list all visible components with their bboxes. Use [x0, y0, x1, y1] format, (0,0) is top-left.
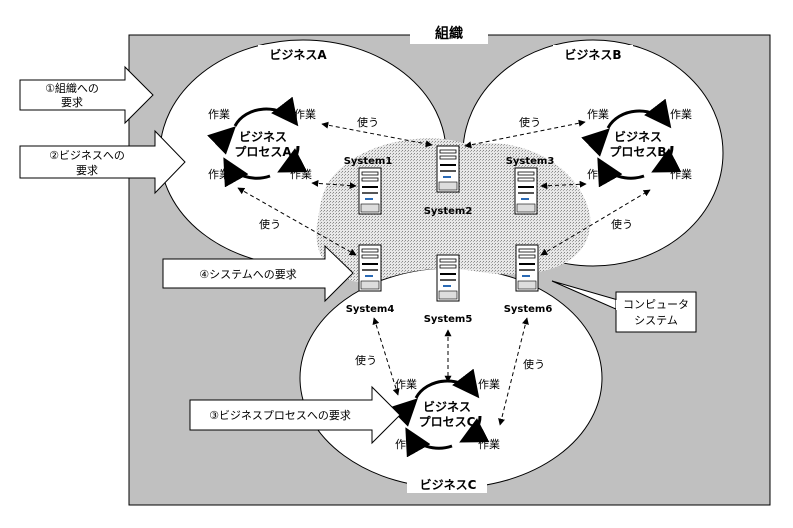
- use-label-4: 使う: [611, 218, 633, 231]
- organization-title: 組織: [435, 25, 463, 42]
- business-b-label: ビジネスB: [564, 47, 621, 62]
- use-label-1: 使う: [357, 116, 379, 129]
- computer-system-callout: コンピュータ システム: [551, 280, 697, 333]
- work-c3: 作業: [395, 438, 417, 451]
- svg-text:システム: システム: [634, 314, 678, 327]
- use-label-2: 使う: [519, 116, 541, 129]
- work-a1: 作業: [208, 108, 230, 121]
- work-b2: 作業: [670, 108, 692, 121]
- system5-label: System5: [424, 314, 473, 325]
- work-a4: 作業: [290, 168, 312, 181]
- svg-text:①組織への: ①組織への: [45, 82, 99, 95]
- work-a2: 作業: [294, 108, 316, 121]
- server-2: System2: [424, 145, 473, 217]
- server-3: System3: [506, 156, 555, 215]
- use-label-3: 使う: [259, 218, 281, 231]
- process-b-line1: ビジネス: [614, 129, 662, 144]
- process-b-line2: プロセスB: [609, 144, 666, 159]
- work-c4: 作業: [478, 438, 500, 451]
- process-c-line1: ビジネス: [423, 399, 471, 414]
- svg-text:要求: 要求: [61, 96, 83, 109]
- svg-text:②ビジネスへの: ②ビジネスへの: [49, 149, 125, 162]
- use-label-6: 使う: [523, 358, 545, 371]
- svg-text:③ビジネスプロセスへの要求: ③ビジネスプロセスへの要求: [209, 409, 351, 422]
- use-label-5: 使う: [355, 354, 377, 367]
- system3-label: System3: [506, 156, 555, 167]
- work-c2: 作業: [478, 378, 500, 391]
- server-5: System5: [424, 254, 473, 325]
- server-4: System4: [346, 244, 395, 315]
- work-a3: 作業: [208, 168, 230, 181]
- process-c-cycle: ビジネス プロセスC 作業 作業 作業 作業: [389, 368, 500, 458]
- system4-label: System4: [346, 304, 395, 315]
- title-box: [410, 22, 488, 44]
- request-arrow-business: ②ビジネスへの 要求: [19, 129, 186, 195]
- svg-text:コンピュータ: コンピュータ: [623, 298, 689, 311]
- request-arrow-org: ①組織への 要求: [19, 65, 154, 125]
- server-6: System6: [504, 244, 553, 315]
- work-b3: 作業: [587, 168, 609, 181]
- request-arrow-process: ③ビジネスプロセスへの要求: [189, 385, 401, 445]
- work-c1: 作業: [395, 378, 417, 391]
- system6-label: System6: [504, 304, 553, 315]
- process-a-cycle: ビジネス プロセスA 作業 作業 作業 作業: [207, 96, 316, 188]
- svg-text:④システムへの要求: ④システムへの要求: [199, 268, 297, 281]
- process-b-cycle: ビジネス プロセスB 作業 作業 作業 作業: [581, 98, 692, 188]
- work-b1: 作業: [587, 108, 609, 121]
- business-a-label: ビジネスA: [269, 47, 327, 62]
- system2-label: System2: [424, 206, 473, 217]
- request-arrow-system: ④システムへの要求: [162, 244, 354, 303]
- server-1: System1: [344, 156, 393, 215]
- process-a-line2: プロセスA: [234, 144, 292, 159]
- system1-label: System1: [344, 156, 393, 167]
- process-c-line2: プロセスC: [419, 414, 476, 429]
- process-a-line1: ビジネス: [239, 129, 287, 144]
- business-c-label: ビジネスC: [420, 477, 477, 492]
- svg-text:要求: 要求: [76, 164, 98, 177]
- use-connectors: [237, 119, 651, 426]
- work-b4: 作業: [670, 168, 692, 181]
